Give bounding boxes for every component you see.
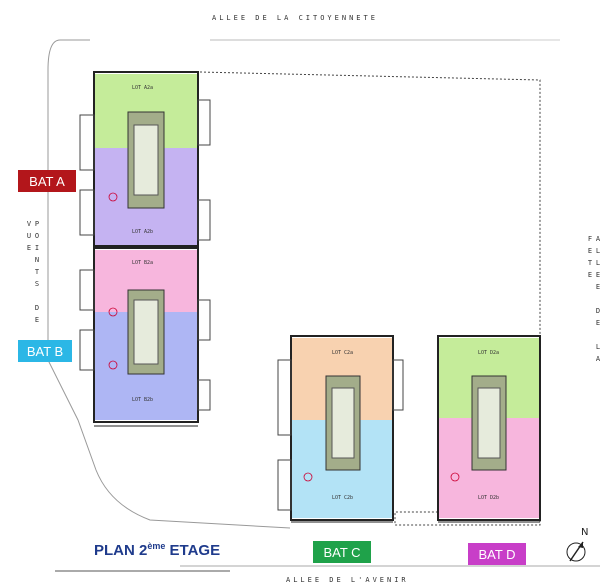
lot-label-b2a: LOT B2a: [132, 260, 153, 266]
street-left: POINTS DE VUE: [25, 220, 41, 328]
bat-c-tag: BAT C: [313, 541, 371, 563]
street-right: ALLEE DE LA FETE: [586, 235, 601, 367]
lot-label-d2a: LOT D2a: [478, 350, 499, 356]
plan-title: PLAN 2ème ETAGE: [94, 541, 220, 559]
north-arrow-icon: [566, 541, 586, 562]
bat-d-tag: BAT D: [468, 543, 526, 565]
bat-a-tag: BAT A: [18, 170, 76, 192]
bat-b-tag: BAT B: [18, 340, 72, 362]
lot-label-b2b: LOT B2b: [132, 397, 153, 403]
plan-title-prefix: PLAN 2: [94, 542, 148, 559]
bat-c-block: [277, 335, 404, 523]
plan-title-suffix: ETAGE: [169, 542, 221, 559]
parcel-boundary: [47, 39, 291, 529]
street-top: ALLEE DE LA CITOYENNETE: [212, 14, 378, 22]
plot-line: [199, 71, 541, 526]
lot-label-c2a: LOT C2a: [332, 350, 353, 356]
bat-d-block: [437, 335, 541, 523]
lot-label-a2b: LOT A2b: [132, 229, 153, 235]
plan-title-sup: ème: [147, 541, 166, 551]
lot-label-c2b: LOT C2b: [332, 495, 353, 501]
street-bottom: ALLEE DE L'AVENIR: [286, 576, 409, 584]
lot-label-d2b: LOT D2b: [478, 495, 499, 501]
north-label: N: [581, 527, 589, 538]
bat-a-b-block: [79, 71, 211, 427]
lot-label-a2a: LOT A2a: [132, 85, 153, 91]
